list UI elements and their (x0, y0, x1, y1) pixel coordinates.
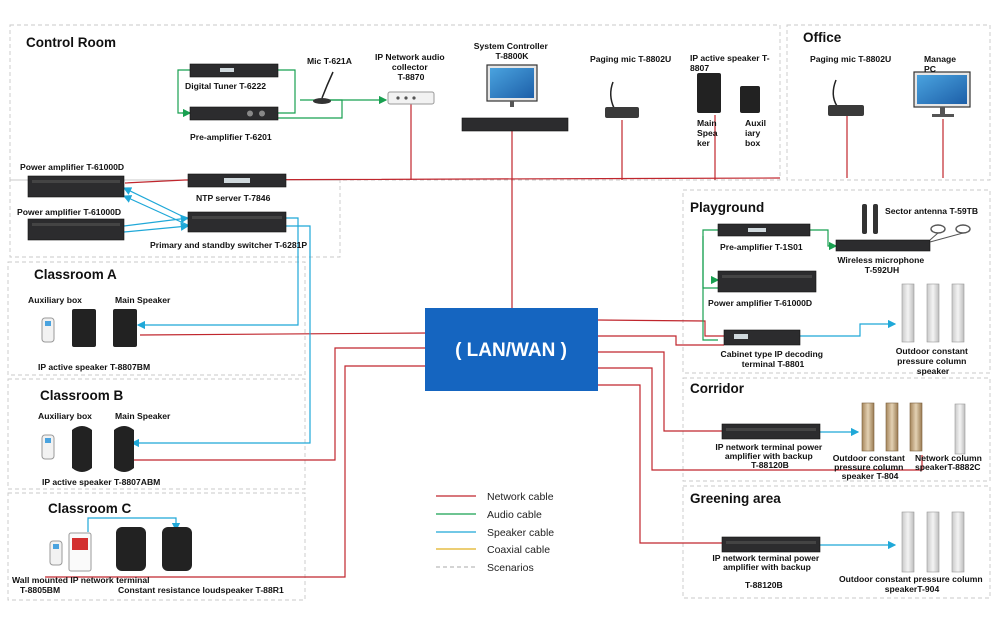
greening-amplifier (721, 536, 821, 553)
standby-switcher (187, 211, 287, 233)
manage-pc-monitor (913, 71, 971, 117)
cabinet-decoder-label: Cabinet type IP decoding terminal T-8801 (721, 349, 826, 369)
classroom-a-devices (41, 309, 137, 347)
cabinet-decoder (723, 329, 801, 346)
legend-speaker-label: Speaker cable (487, 527, 554, 539)
greening-column-speakers (901, 511, 965, 573)
network-column-label: Network column speakerT-8882C (915, 453, 984, 472)
legend-coaxial-label: Coaxial cable (487, 544, 550, 556)
mic-label: Mic T-621A (307, 56, 352, 66)
paging-mic-2-icon (828, 79, 864, 116)
classroom-c-terminal-label: Wall mounted IP network terminal T-8805B… (12, 575, 152, 595)
zone-classroom-c (7, 492, 306, 601)
corridor-wood-columns (861, 402, 923, 452)
zone-classroom-a (7, 261, 306, 376)
corridor-amplifier (721, 423, 821, 440)
power-amplifier-pg (717, 270, 817, 293)
classroom-c-devices (49, 527, 192, 572)
power-amplifier-2 (27, 218, 125, 241)
paging-mic-1-label: Paging mic T-8802U (590, 54, 671, 64)
digital-tuner-label: Digital Tuner T-6222 (185, 81, 266, 91)
classroom-a-speaker-label: IP active speaker T-8807BM (38, 362, 150, 372)
greening-model-label: T-88120B (745, 580, 783, 590)
greening-outdoor-label: Outdoor constant pressure column speaker… (839, 574, 985, 594)
ip-speaker-label: IP active speaker T- 8807 (690, 53, 772, 73)
wireless-mic-label: Wireless microphone T-592UH (837, 255, 926, 275)
section-title-office: Office (803, 30, 842, 45)
audio-collector (387, 91, 435, 105)
legend-network-label: Network cable (487, 491, 554, 503)
zone-control-room-top (9, 24, 781, 181)
corridor-outdoor-label: Outdoor constant pressure column speaker… (833, 453, 907, 481)
lan-wan-box (425, 308, 598, 391)
speaker-cables (87, 187, 897, 550)
sector-antenna-icon (929, 224, 971, 243)
legend-scenarios-label: Scenarios (487, 562, 534, 574)
classroom-c-loudspeaker-label: Constant resistance loudspeaker T-88R1 (118, 585, 284, 595)
system-controller (461, 64, 569, 132)
section-title-greening: Greening area (690, 491, 781, 506)
pre-amplifier-pg (717, 223, 811, 237)
zone-office (786, 24, 991, 181)
system-controller-label: System Controller T-8800K (474, 41, 550, 61)
greening-amp-label: IP network terminal power amplifier with… (712, 553, 821, 572)
section-title-playground: Playground (690, 200, 764, 215)
switcher-label: Primary and standby switcher T-6281P (150, 240, 307, 250)
zone-classroom-b (7, 378, 306, 490)
section-title-classroom-c: Classroom C (48, 501, 132, 516)
section-title-corridor: Corridor (690, 381, 745, 396)
legend: Network cable Audio cable Speaker cable … (436, 491, 554, 574)
zone-corridor (682, 377, 991, 482)
power-amp-pg-label: Power amplifier T-61000D (708, 298, 812, 308)
outdoor-pg-label: Outdoor constant pressure column speaker (896, 346, 970, 376)
pre-amplifier (189, 106, 279, 121)
pre-amp-pg-label: Pre-amplifier T-1S01 (720, 242, 803, 252)
paging-mic-icon (605, 81, 639, 118)
classroom-b-speaker-label: IP active speaker T-8807ABM (42, 477, 160, 487)
collector-label: IP Network audio collector T-8870 (375, 52, 447, 82)
section-title-classroom-a: Classroom A (34, 267, 117, 282)
ntp-server-label: NTP server T-7846 (196, 193, 271, 203)
ip-active-speaker (697, 73, 760, 113)
corridor-amp-label: IP network terminal power amplifier with… (715, 442, 824, 470)
legend-audio-label: Audio cable (487, 509, 542, 521)
ntp-server (187, 173, 287, 188)
power-amplifier-2-label: Power amplifier T-61000D (17, 207, 121, 217)
network-cables (45, 99, 944, 578)
section-title-control-room: Control Room (26, 35, 116, 50)
network-column-speaker (954, 403, 966, 455)
wireless-mic-icon (835, 204, 931, 252)
section-title-classroom-b: Classroom B (40, 388, 124, 403)
manage-pc-label: Manage PC (924, 54, 958, 74)
audio-cables (177, 69, 838, 341)
classroom-b-aux-label: Auxiliary box (38, 411, 92, 421)
mic-icon (313, 71, 334, 104)
sector-antenna-label: Sector antenna T-59TB (885, 206, 978, 216)
aux-box-vertical-label: Auxil iary box (745, 118, 768, 148)
classroom-a-aux-label: Auxiliary box (28, 295, 82, 305)
power-amplifier-1 (27, 175, 125, 198)
paging-mic-2-label: Paging mic T-8802U (810, 54, 891, 64)
pre-amplifier-label: Pre-amplifier T-6201 (190, 132, 272, 142)
outdoor-column-speakers-pg (901, 283, 965, 343)
power-amplifier-1-label: Power amplifier T-61000D (20, 162, 124, 172)
digital-tuner (189, 63, 279, 78)
classroom-b-devices (41, 426, 134, 472)
main-speaker-vertical-label: Main Spea ker (697, 118, 720, 148)
classroom-a-main-label: Main Speaker (115, 295, 171, 305)
lan-wan-label: ( LAN/WAN ) (455, 340, 567, 361)
classroom-b-main-label: Main Speaker (115, 411, 171, 421)
